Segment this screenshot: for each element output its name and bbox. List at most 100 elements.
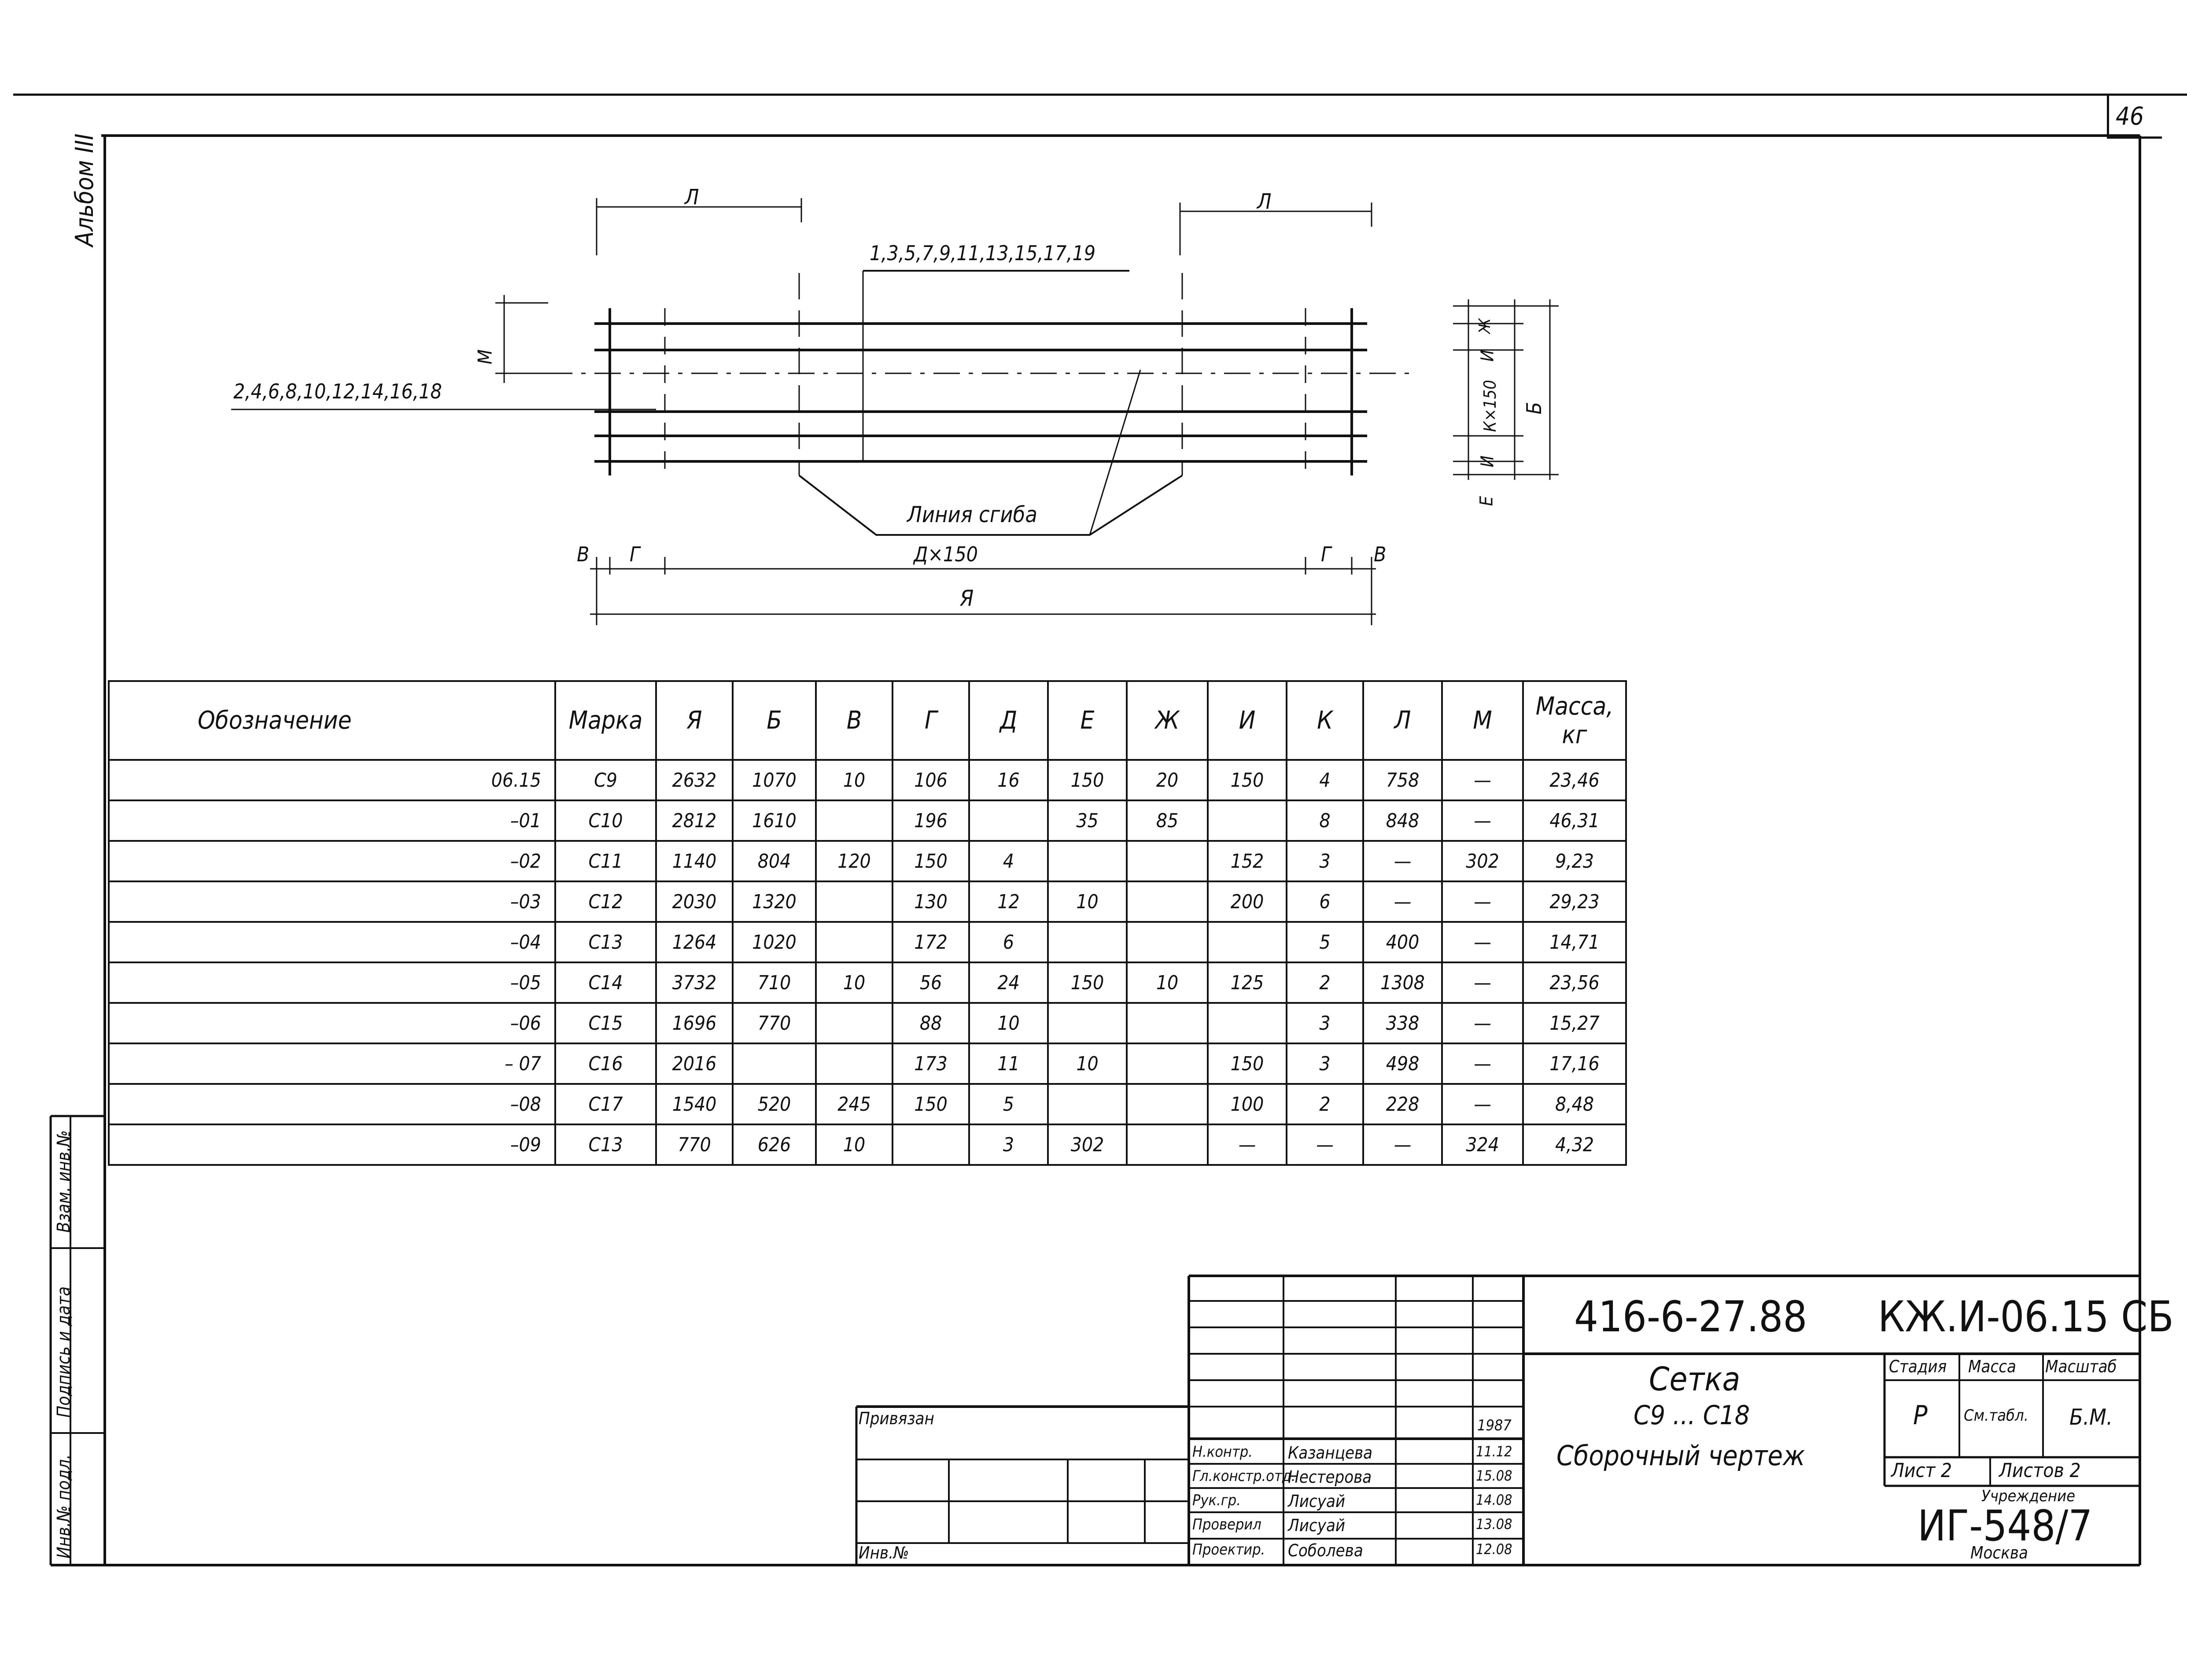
cell-l: — [1362,1124,1443,1166]
cell-zh [1126,1002,1209,1044]
cell-l: 498 [1362,1043,1443,1085]
cell-g: 172 [892,921,970,963]
scale-header: Масштаб [2045,1357,2117,1376]
cell-e [1047,1083,1128,1125]
title-line-2: С9 ... С18 [1634,1400,1750,1431]
col-g: Г [892,680,970,761]
col-b: Б [732,680,817,761]
col-mass: Масса, кг [1522,680,1627,761]
col-e: Е [1047,680,1128,761]
cell-designation: –04 [108,921,556,963]
cell-b: 626 [732,1124,817,1166]
cell-i [1207,1002,1287,1044]
cell-g: 150 [892,1083,970,1125]
signer-role: Проектир. [1192,1541,1265,1558]
cell-g: 130 [892,881,970,923]
cell-k: 2 [1286,1083,1364,1125]
cell-m: — [1441,881,1524,923]
cell-k: 3 [1286,1002,1364,1044]
cell-i: — [1207,1124,1287,1166]
cell-i: 200 [1207,881,1287,923]
dim-g-left: Г [630,542,640,566]
cell-k: 5 [1286,921,1364,963]
cell-ya: 2016 [655,1043,734,1085]
cell-d: 11 [968,1043,1049,1085]
cell-v [815,1043,893,1085]
cell-ya: 2812 [655,799,734,842]
cell-mark: С10 [554,799,657,842]
sign-date-label: Подпись и дата [54,1286,74,1418]
cell-l: 228 [1362,1083,1443,1125]
signer-date: 11.12 [1476,1443,1512,1460]
cell-b: 520 [732,1083,817,1125]
cell-v: 120 [815,840,893,882]
cell-e: 302 [1047,1124,1128,1166]
cell-b: 1320 [732,881,817,923]
signer-date: 15.08 [1476,1467,1512,1484]
cell-l: 400 [1362,921,1443,963]
cell-b: 1610 [732,799,817,842]
cell-mark: С13 [554,1124,657,1166]
even-bars-label: 2,4,6,8,10,12,14,16,18 [233,379,442,403]
mass-header: Масса [1968,1357,2016,1376]
signer-date: 13.08 [1476,1516,1512,1533]
scale-value: Б.М. [2069,1404,2113,1430]
cell-k: 3 [1286,1043,1364,1085]
dim-v-left: В [577,542,590,566]
cell-mass: 9,23 [1522,840,1627,882]
sheets-label: Листов 2 [1999,1459,2081,1482]
page-number-box [2107,95,2162,139]
institution: ИГ-548/7 [1918,1501,2093,1551]
cell-ya: 2030 [655,881,734,923]
cell-mark: С12 [554,881,657,923]
cell-i: 152 [1207,840,1287,882]
dim-zh: Ж [1475,318,1494,334]
signer-role: Н.контр. [1192,1443,1253,1461]
cell-designation: –08 [108,1083,556,1125]
cell-v [815,921,893,963]
dim-d: Д×150 [914,542,978,566]
cell-g: 173 [892,1043,970,1085]
signer-name: Казанцева [1288,1443,1373,1463]
col-v: В [815,680,893,761]
cell-zh [1126,921,1209,963]
doc-code-1: 416-6-27.88 [1574,1292,1807,1341]
signer-name: Соболева [1288,1541,1363,1560]
signer-date: 14.08 [1476,1492,1512,1508]
signer-name: Лисуай [1288,1492,1346,1511]
cell-d: 3 [968,1124,1049,1166]
cell-k: 6 [1286,881,1364,923]
cell-mass: 46,31 [1522,799,1627,842]
title-line-1: Сетка [1649,1360,1741,1398]
cell-mark: С11 [554,840,657,882]
cell-zh [1126,1124,1209,1166]
col-k: К [1286,680,1364,761]
cell-designation: – 07 [108,1043,556,1085]
cell-l: 758 [1362,759,1443,801]
cell-designation: –03 [108,881,556,923]
cell-v: 10 [815,1124,893,1166]
dim-b: Б [1522,402,1546,415]
cell-mass: 14,71 [1522,921,1627,963]
col-designation: Обозначение [108,680,556,761]
inv-repl-label: Взам. инв.№ [54,1130,74,1233]
cell-d [968,799,1049,842]
cell-b: 804 [732,840,817,882]
cell-k: 8 [1286,799,1364,842]
cell-ya: 1264 [655,921,734,963]
cell-designation: –09 [108,1124,556,1166]
cell-g: 196 [892,799,970,842]
cell-ya: 1140 [655,840,734,882]
cell-mass: 17,16 [1522,1043,1627,1085]
cell-designation: –06 [108,1002,556,1044]
